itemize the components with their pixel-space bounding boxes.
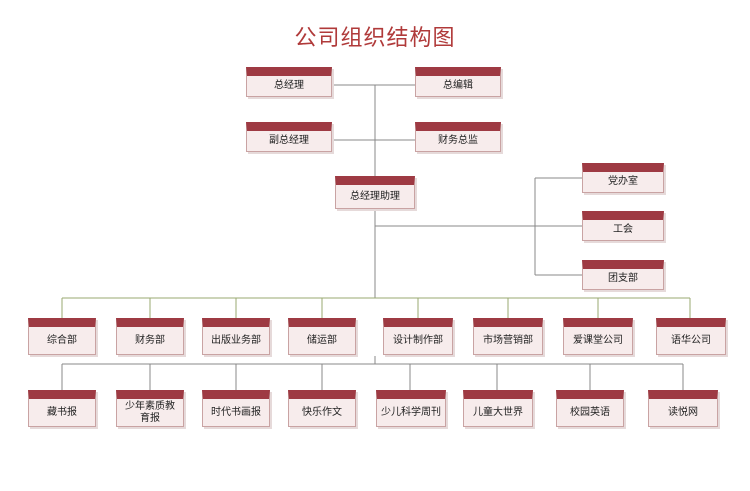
- node-party-office: 党办室: [582, 163, 664, 193]
- dept-node: 语华公司: [656, 318, 726, 355]
- node-gm-assistant: 总经理助理: [335, 176, 415, 209]
- publication-node: 时代书画报: [202, 390, 270, 427]
- publication-node: 校园英语: [556, 390, 624, 427]
- publication-node: 藏书报: [28, 390, 96, 427]
- dept-node: 综合部: [28, 318, 96, 355]
- node-finance-director: 财务总监: [415, 122, 501, 152]
- node-chief-editor: 总编辑: [415, 67, 501, 97]
- publication-node: 快乐作文: [288, 390, 356, 427]
- dept-node: 爱课堂公司: [563, 318, 633, 355]
- dept-node: 市场营销部: [473, 318, 543, 355]
- dept-node: 设计制作部: [383, 318, 453, 355]
- publication-node: 读悦网: [648, 390, 718, 427]
- publication-node: 少年素质教育报: [116, 390, 184, 427]
- dept-node: 出版业务部: [202, 318, 270, 355]
- chart-title: 公司组织结构图: [294, 26, 456, 51]
- publication-node: 儿童大世界: [463, 390, 533, 427]
- node-union: 工会: [582, 211, 664, 241]
- node-ceo: 总经理: [246, 67, 332, 97]
- node-youth-league: 团支部: [582, 260, 664, 290]
- node-deputy-gm: 副总经理: [246, 122, 332, 152]
- dept-node: 财务部: [116, 318, 184, 355]
- dept-node: 储运部: [288, 318, 356, 355]
- publication-node: 少儿科学周刊: [376, 390, 446, 427]
